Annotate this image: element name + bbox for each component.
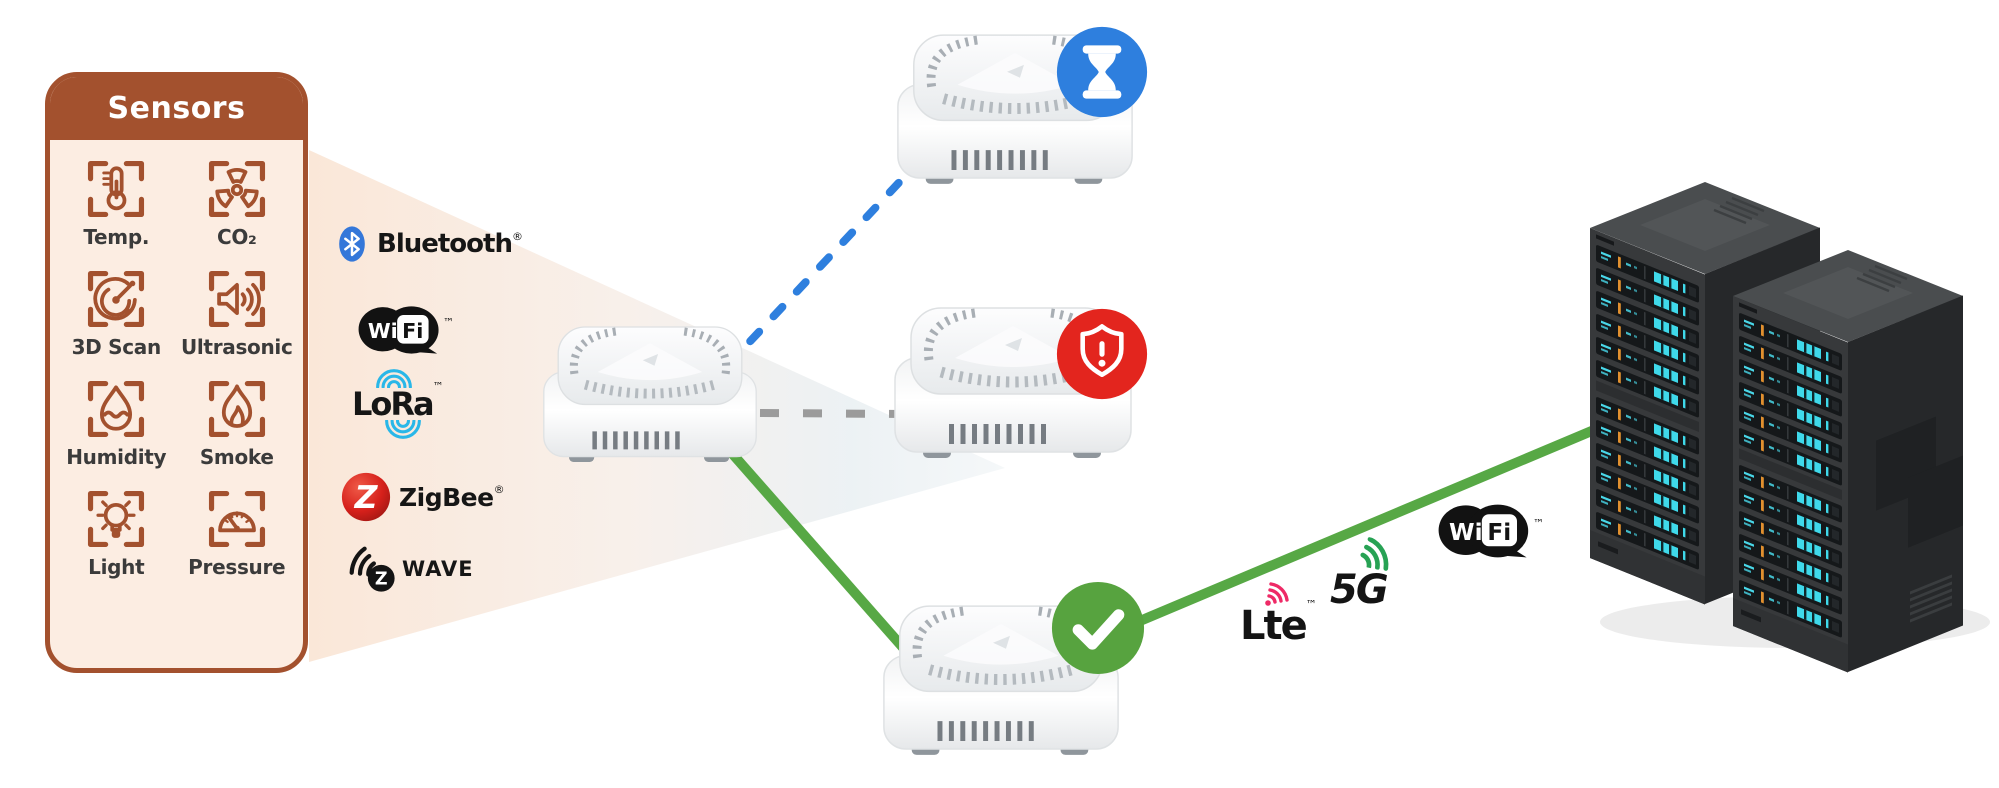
sensor-label: CO₂ xyxy=(216,225,257,249)
lte-waves-icon xyxy=(1265,582,1289,606)
zigbee-label: ZigBee xyxy=(399,482,494,512)
wifi-logo-small: Wi Fi ™ xyxy=(357,305,454,355)
wifi-wi-text: Wi xyxy=(368,319,398,343)
registered-mark: ® xyxy=(511,229,523,243)
panel-title: Sensors xyxy=(107,91,246,126)
hourglass-icon xyxy=(1082,45,1122,99)
thermometer-icon xyxy=(88,160,145,218)
wifi-fi-text: Fi xyxy=(402,319,423,343)
sensor-item-smoke: Smoke xyxy=(177,376,298,469)
zwave-logo: Z WAVE xyxy=(344,545,474,593)
checkmark-icon xyxy=(1072,609,1125,650)
sensor-label: 3D Scan xyxy=(71,335,162,359)
bluetooth-icon xyxy=(339,226,365,262)
gateway-device xyxy=(533,318,767,471)
water-drop-icon xyxy=(88,380,145,438)
ok-badge xyxy=(1051,581,1145,675)
server-rack-front xyxy=(1733,250,1963,672)
sensor-item-3d-scan: 3D Scan xyxy=(56,266,177,359)
wifi-icon: Wi Fi xyxy=(358,306,439,354)
five-g-waves-icon xyxy=(1360,536,1389,571)
sensor-item-ultrasonic: Ultrasonic xyxy=(177,266,298,359)
sensor-item-temperature: Temp. xyxy=(56,156,177,249)
link-green-down xyxy=(696,413,932,680)
lora-waves-bottom-icon xyxy=(384,420,421,439)
wifi-fi-text: Fi xyxy=(1487,519,1511,546)
gauge-icon xyxy=(208,490,265,548)
zwave-icon: Z xyxy=(349,546,395,592)
lora-logo: LoRa ™ xyxy=(352,368,444,440)
sensor-label: Smoke xyxy=(199,445,274,469)
five-g-label: 5G xyxy=(1330,567,1389,613)
registered-mark: ® xyxy=(493,482,505,496)
five-g-logo: 5G xyxy=(1330,536,1408,613)
link-blue-dashed xyxy=(723,154,926,370)
sensor-label: Ultrasonic xyxy=(180,335,293,359)
zigbee-z-text: Z xyxy=(354,480,379,516)
trademark-mark: ™ xyxy=(443,315,454,329)
sensor-label: Temp. xyxy=(83,225,150,249)
zigbee-icon: Z xyxy=(341,472,391,522)
flame-icon xyxy=(208,380,265,438)
link-green-uplink xyxy=(1088,409,1634,647)
trademark-mark: ™ xyxy=(1305,598,1317,611)
zwave-label: WAVE xyxy=(402,557,474,581)
lte-label: Lte xyxy=(1240,603,1308,649)
zwave-z-text: Z xyxy=(375,570,388,590)
sensor-item-light: Light xyxy=(56,486,177,579)
sensors-panel-header: Sensors xyxy=(50,77,303,140)
sensor-item-humidity: Humidity xyxy=(56,376,177,469)
radiation-fan-icon xyxy=(208,160,265,218)
wifi-wi-text: Wi xyxy=(1449,519,1483,546)
lora-waves-top-icon xyxy=(375,369,412,388)
trademark-mark: ™ xyxy=(1533,516,1544,530)
sensor-label: Pressure xyxy=(188,555,286,579)
lte-logo: Lte ™ xyxy=(1240,580,1317,646)
trademark-mark: ™ xyxy=(432,380,444,393)
sensor-item-pressure: Pressure xyxy=(177,486,298,579)
sensor-label: Light xyxy=(88,555,145,579)
light-bulb-icon xyxy=(88,490,145,548)
radar-icon xyxy=(88,270,145,328)
bluetooth-label: Bluetooth xyxy=(377,229,513,259)
server-racks xyxy=(1540,150,1990,710)
lora-label: LoRa xyxy=(352,385,435,423)
shield-exclamation-icon xyxy=(1080,324,1124,377)
bluetooth-logo: Bluetooth ® xyxy=(333,224,523,264)
hourglass-badge xyxy=(1056,26,1148,118)
sensor-item-co2: CO₂ xyxy=(177,156,298,249)
sensor-label: Humidity xyxy=(66,445,167,469)
speaker-waves-icon xyxy=(208,270,265,328)
alert-badge xyxy=(1056,308,1148,400)
wifi-logo-large: Wi Fi ™ xyxy=(1437,503,1544,559)
zigbee-logo: Z ZigBee ® xyxy=(341,472,505,522)
wifi-icon: Wi Fi xyxy=(1438,504,1529,558)
sensor-grid: Temp. CO₂ xyxy=(50,140,303,587)
sensors-panel: Sensors Temp. xyxy=(45,72,308,673)
